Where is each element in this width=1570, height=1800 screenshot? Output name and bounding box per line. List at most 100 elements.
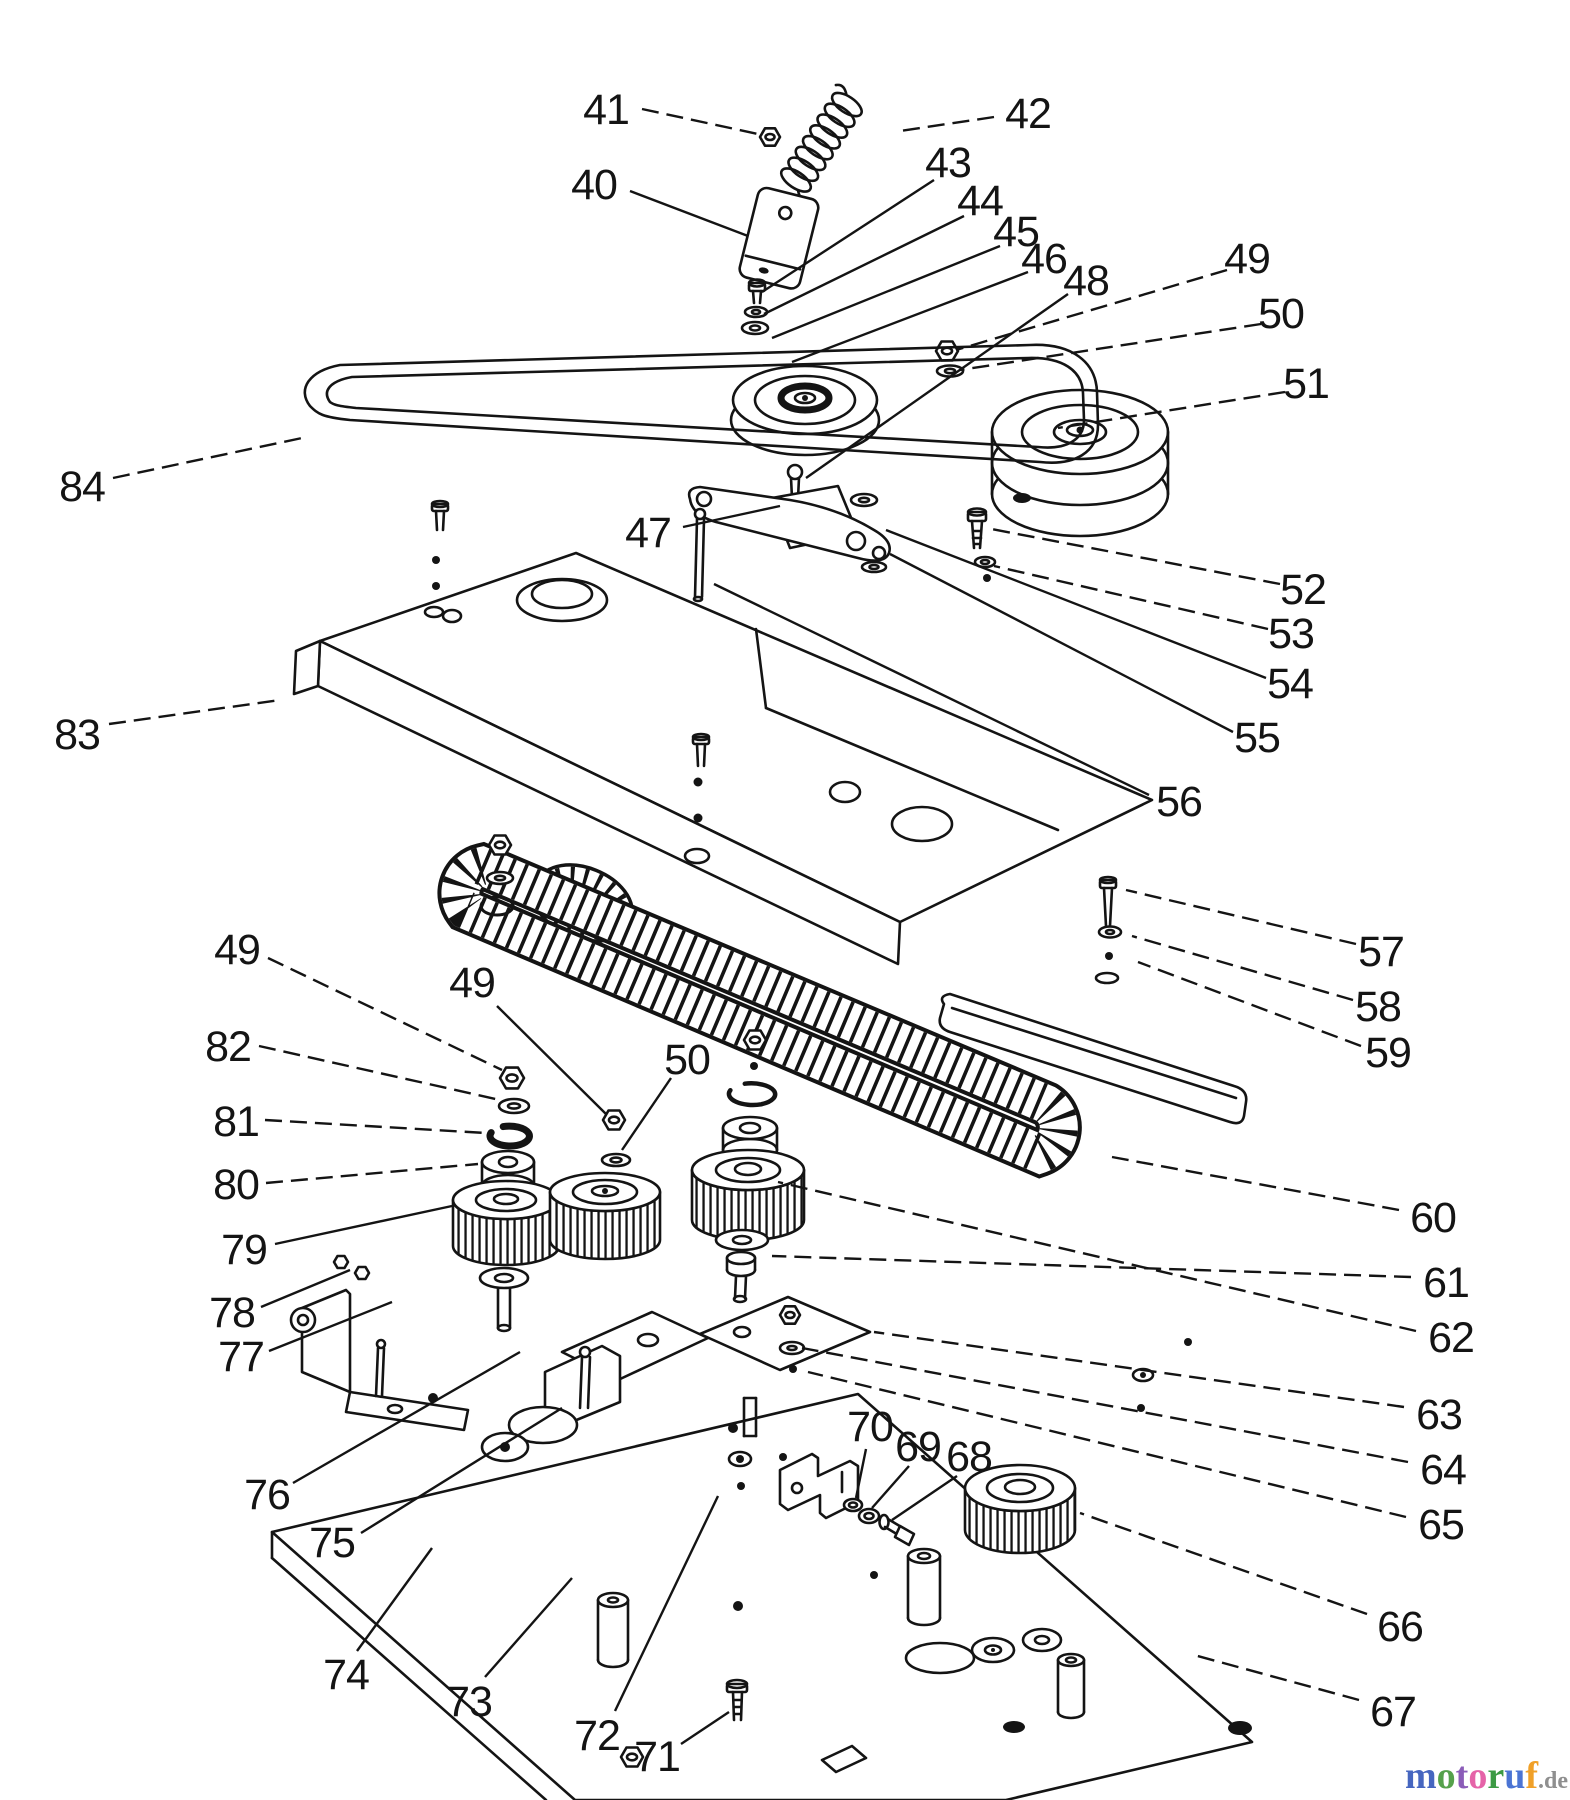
part-label-45: 45	[993, 208, 1039, 256]
leader-line-78-29	[260, 1268, 351, 1309]
leader-line-49-22	[267, 956, 503, 1072]
leader-line-68-39	[891, 1475, 958, 1521]
part-label-50: 50	[1258, 290, 1304, 338]
engine-pulley	[990, 388, 1170, 538]
leader-line-45-5	[771, 244, 1001, 340]
leader-line-49-8	[955, 268, 1228, 352]
part-label-54: 54	[1267, 660, 1313, 708]
leader-line-83-21	[108, 698, 281, 726]
leader-line-55-16	[889, 552, 1234, 734]
part-label-80: 80	[213, 1161, 259, 1209]
leader-line-69-38	[871, 1465, 910, 1509]
part-label-76: 76	[244, 1471, 290, 1519]
mounting-bolt-71	[725, 1678, 749, 1722]
part-label-43: 43	[925, 139, 971, 187]
part-label-55: 55	[1234, 714, 1280, 762]
leader-line-77-30	[268, 1300, 393, 1353]
leader-line-76-31	[292, 1350, 521, 1485]
part-label-65: 65	[1418, 1501, 1464, 1549]
hex-nut-41	[758, 127, 782, 147]
leader-line-63-43	[873, 1330, 1405, 1409]
part-label-62: 62	[1428, 1314, 1474, 1362]
spring-anchor-link	[738, 186, 820, 290]
part-label-63: 63	[1416, 1391, 1462, 1439]
leader-line-81-26	[264, 1118, 487, 1135]
leader-line-67-47	[1193, 1653, 1360, 1702]
set-screws-77-78	[332, 1254, 371, 1281]
washer-bolt-set-68-70	[842, 1497, 916, 1547]
washers-53	[973, 555, 997, 582]
spacer-sleeves	[596, 1547, 1086, 1720]
part-label-68: 68	[946, 1433, 992, 1481]
leader-line-43-3	[761, 178, 935, 294]
part-label-40: 40	[571, 161, 617, 209]
part-label-51: 51	[1283, 360, 1329, 408]
part-label-47: 47	[625, 509, 671, 557]
leader-line-62-42	[777, 1180, 1417, 1333]
leader-line-66-46	[1079, 1511, 1368, 1616]
leader-line-65-45	[807, 1370, 1407, 1519]
pivot-pin-56	[692, 507, 707, 603]
timing-pulley-middle	[548, 1109, 662, 1261]
leader-line-49-23	[496, 1005, 607, 1115]
leader-line-56-17	[713, 582, 1150, 797]
part-label-52: 52	[1280, 566, 1326, 614]
part-label-66: 66	[1377, 1603, 1423, 1651]
part-label-48: 48	[1063, 257, 1109, 305]
leader-line-41-1	[641, 107, 759, 136]
leader-line-74-33	[356, 1547, 433, 1652]
part-label-81: 81	[213, 1098, 259, 1146]
leader-line-50-24	[621, 1077, 672, 1151]
part-label-60: 60	[1410, 1194, 1456, 1242]
part-label-67: 67	[1370, 1688, 1416, 1736]
part-label-79: 79	[221, 1226, 267, 1274]
leader-line-59-20	[1137, 960, 1362, 1048]
cover-bolt-57-stack	[1094, 875, 1123, 985]
hex-nut-bottom	[619, 1746, 645, 1768]
part-label-74: 74	[323, 1651, 369, 1699]
leader-lines	[108, 107, 1417, 1745]
leader-line-51-10	[1057, 390, 1286, 430]
mounting-bracket-76	[289, 1288, 470, 1432]
part-label-58: 58	[1355, 983, 1401, 1031]
cover-mid-hardware	[683, 732, 711, 865]
part-label-69: 69	[895, 1423, 941, 1471]
cover-side-skirt	[938, 992, 1248, 1125]
leader-line-71-36	[680, 1711, 730, 1745]
leader-line-60-40	[1111, 1155, 1400, 1212]
retainer-stack-top	[479, 834, 515, 917]
tension-spring	[779, 83, 863, 201]
part-label-70: 70	[847, 1403, 893, 1451]
belt-cover	[292, 551, 1154, 966]
part-label-78: 78	[209, 1289, 255, 1337]
leader-line-40-0	[629, 189, 749, 238]
v-belt	[303, 343, 1100, 464]
leader-line-54-15	[885, 528, 1267, 680]
leader-line-72-35	[613, 1495, 720, 1712]
leader-line-46-6	[791, 270, 1029, 364]
leader-line-70-37	[854, 1448, 868, 1499]
part-label-49: 49	[449, 959, 495, 1007]
part-label-57: 57	[1358, 928, 1404, 976]
flat-idler-pulley	[729, 364, 881, 457]
part-label-77: 77	[218, 1333, 264, 1381]
part-label-72: 72	[574, 1712, 620, 1760]
part-label-64: 64	[1420, 1446, 1466, 1494]
part-label-61: 61	[1423, 1259, 1469, 1307]
leader-line-50-9	[959, 322, 1262, 372]
part-label-84: 84	[59, 463, 105, 511]
leader-line-82-25	[258, 1044, 501, 1102]
base-plate	[270, 1338, 1254, 1800]
part-label-46: 46	[1021, 235, 1067, 283]
retainer-strap	[742, 1396, 758, 1438]
bottom-timing-pulley-66	[963, 1463, 1077, 1555]
part-label-49: 49	[1224, 235, 1270, 283]
idler-hardware-stack	[740, 278, 770, 336]
leader-line-42-2	[899, 115, 995, 133]
leader-line-44-4	[763, 214, 965, 316]
part-label-49: 49	[214, 926, 260, 974]
part-label-82: 82	[205, 1023, 251, 1071]
part-label-44: 44	[957, 177, 1003, 225]
